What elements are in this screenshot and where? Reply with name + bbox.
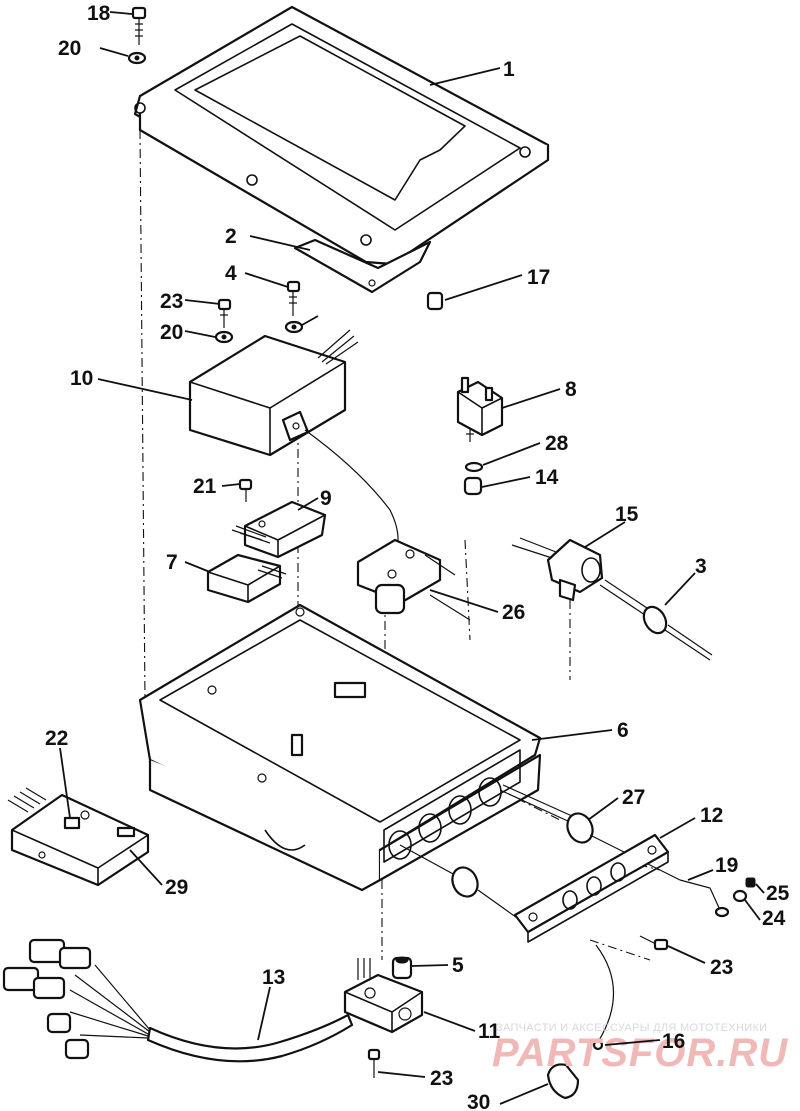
callout-6: 6 <box>617 719 629 742</box>
part-9-rectifier <box>231 500 327 559</box>
callout-18: 18 <box>87 2 111 25</box>
part-7-regulator <box>206 553 287 604</box>
callout-23b: 23 <box>710 956 733 979</box>
screw-23-top <box>214 298 234 344</box>
callout-29: 29 <box>165 876 188 899</box>
watermark-logo: PARTSFOR.RU <box>492 1031 788 1075</box>
part-27-grommets <box>399 784 681 921</box>
part-13-harness <box>2 938 354 1063</box>
callout-4: 4 <box>225 262 237 285</box>
callout-25: 25 <box>766 882 790 905</box>
callout-11: 11 <box>478 1020 501 1043</box>
callout-23c: 23 <box>430 1067 453 1090</box>
alignment-lines <box>139 129 661 961</box>
callout-2: 2 <box>225 225 237 248</box>
part-1-cover <box>133 5 550 266</box>
part-10-module <box>188 329 399 561</box>
watermark-text: ЗАПЧАСТИ И АКСЕССУАРЫ ДЛЯ МОТОТЕХНИКИ <box>496 1022 767 1034</box>
screw-23-right <box>639 935 669 951</box>
callout-26: 26 <box>502 601 525 624</box>
callout-20: 20 <box>58 37 81 60</box>
callout-28: 28 <box>545 432 569 455</box>
callout-23: 23 <box>160 290 183 313</box>
part-30-cap <box>546 1063 580 1100</box>
callout-13: 13 <box>262 966 285 989</box>
callout-14: 14 <box>535 466 559 489</box>
callout-17: 17 <box>527 266 550 289</box>
callout-27: 27 <box>622 786 645 809</box>
leader-lines <box>59 11 765 1105</box>
callout-21: 21 <box>193 475 217 498</box>
callout-labels: 18 20 1 2 17 4 23 20 10 8 28 14 21 9 7 1… <box>45 2 790 1111</box>
part-19-ground-wire <box>679 879 730 918</box>
screw-4 <box>284 280 304 334</box>
callout-10: 10 <box>70 367 93 390</box>
part-11-switch-plate <box>343 958 424 1034</box>
callout-24: 24 <box>762 907 786 930</box>
screw-21 <box>238 478 253 502</box>
screw-18 <box>127 6 147 65</box>
callout-16: 16 <box>662 1030 685 1053</box>
callout-19: 19 <box>715 854 738 877</box>
callout-12: 12 <box>700 804 723 827</box>
callout-22: 22 <box>45 727 68 750</box>
callout-8: 8 <box>565 378 577 401</box>
part-15-stop-switch <box>511 537 604 602</box>
callout-30: 30 <box>467 1091 490 1111</box>
part-14-cap <box>463 476 483 496</box>
callout-15: 15 <box>615 503 639 526</box>
watermark: ЗАПЧАСТИ И АКСЕССУАРЫ ДЛЯ МОТОТЕХНИКИ PA… <box>492 1022 788 1075</box>
part-3-cable <box>599 579 713 661</box>
part-17-sleeve <box>426 291 444 311</box>
part-29-terminal-board <box>7 787 150 887</box>
part-25-nut <box>745 877 756 888</box>
callout-5: 5 <box>452 954 464 977</box>
part-2-gasket <box>293 238 432 294</box>
callout-9: 9 <box>320 487 332 510</box>
callout-20b: 20 <box>160 321 183 344</box>
part-5-key-switch <box>391 956 413 980</box>
screw-23-bottom <box>367 1048 381 1078</box>
callout-7: 7 <box>166 551 178 574</box>
part-8-switch <box>456 376 504 442</box>
callout-1: 1 <box>503 58 515 81</box>
part-6-box <box>138 603 542 892</box>
part-28-o-ring <box>464 461 484 473</box>
part-26-solenoid <box>356 538 471 621</box>
part-16-cable <box>592 944 615 1051</box>
part-24-washer <box>732 889 748 903</box>
part-12-plate <box>513 833 670 943</box>
callout-3: 3 <box>695 555 707 578</box>
